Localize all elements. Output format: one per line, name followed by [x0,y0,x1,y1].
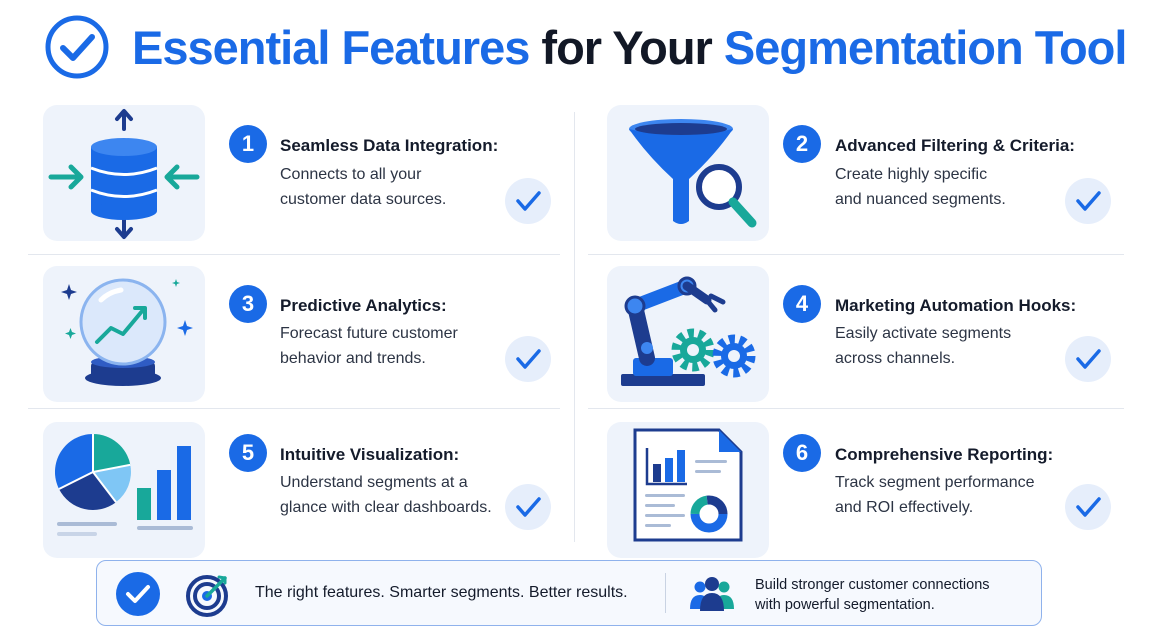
footer-tagline: The right features. Smarter segments. Be… [255,584,628,601]
target-icon [186,575,228,617]
pie-bar-chart-icon [54,434,193,536]
feature-number-badge: 1 [229,125,267,163]
column-divider [574,112,575,542]
description-line: and nuanced segments. [835,191,1006,208]
feature-title: Marketing Automation Hooks: [835,296,1077,315]
database-arrows-icon [48,109,200,239]
illustration-panel [43,105,205,241]
description-line: Understand segments at a [280,474,468,491]
description-line: across channels. [835,350,956,367]
title-part-1: Essential Features [132,20,530,74]
feature-title: Predictive Analytics: [280,296,447,315]
check-icon [505,178,551,224]
row-divider [588,408,1124,409]
description-line: Track segment performance [835,474,1035,491]
feature-number-badge: 3 [229,285,267,323]
illustration-panel [607,422,769,558]
footer-divider [665,573,666,613]
description-line: glance with clear dashboards. [280,499,492,516]
description-line: and ROI effectively. [835,499,974,516]
crystal-ball-icon [61,278,193,386]
row-divider [28,408,560,409]
feature-description: Create highly specific and nuanced segme… [835,162,1055,212]
description-line: customer data sources. [280,191,447,208]
people-group-icon [690,577,734,611]
description-line: Forecast future customer [280,325,458,342]
feature-number-badge: 4 [783,285,821,323]
title-part-2: for Your [541,20,712,74]
footer-banner: The right features. Smarter segments. Be… [96,560,1042,626]
check-icon [505,484,551,530]
title-part-3: Segmentation Tool [723,20,1128,74]
check-icon [1065,336,1111,382]
feature-number-badge: 2 [783,125,821,163]
feature-description: Forecast future customer behavior and tr… [280,321,500,371]
feature-number-badge: 5 [229,434,267,472]
feature-description: Connects to all your customer data sourc… [280,162,500,212]
illustration-panel [43,266,205,402]
check-circle-icon [45,15,109,79]
footer-cta: Build stronger customer connections with… [755,575,1025,615]
feature-description: Understand segments at a glance with cle… [280,470,520,520]
description-line: behavior and trends. [280,350,426,367]
feature-title: Advanced Filtering & Criteria: [835,136,1075,155]
feature-title: Seamless Data Integration: [280,136,499,155]
page-title: Essential Features for Your Segmentation… [132,20,1128,75]
robot-arm-gears-icon [621,276,756,386]
illustration-panel [43,422,205,558]
feature-number-badge: 6 [783,434,821,472]
footer-cta-line: Build stronger customer connections [755,577,990,593]
title-row: Essential Features for Your Segmentation… [44,14,1128,80]
row-divider [588,254,1124,255]
report-document-icon [633,428,743,542]
check-icon [1065,178,1111,224]
feature-title: Comprehensive Reporting: [835,445,1054,464]
feature-description: Easily activate segments across channels… [835,321,1055,371]
feature-title: Intuitive Visualization: [280,445,460,464]
check-circle-icon [116,572,160,616]
description-line: Create highly specific [835,166,988,183]
check-icon [1065,484,1111,530]
illustration-panel [607,266,769,402]
description-line: Easily activate segments [835,325,1012,342]
check-icon [505,336,551,382]
footer-cta-line: with powerful segmentation. [755,597,935,613]
funnel-magnifier-icon [629,119,757,228]
row-divider [28,254,560,255]
description-line: Connects to all your [280,166,422,183]
illustration-panel [607,105,769,241]
feature-description: Track segment performance and ROI effect… [835,470,1075,520]
